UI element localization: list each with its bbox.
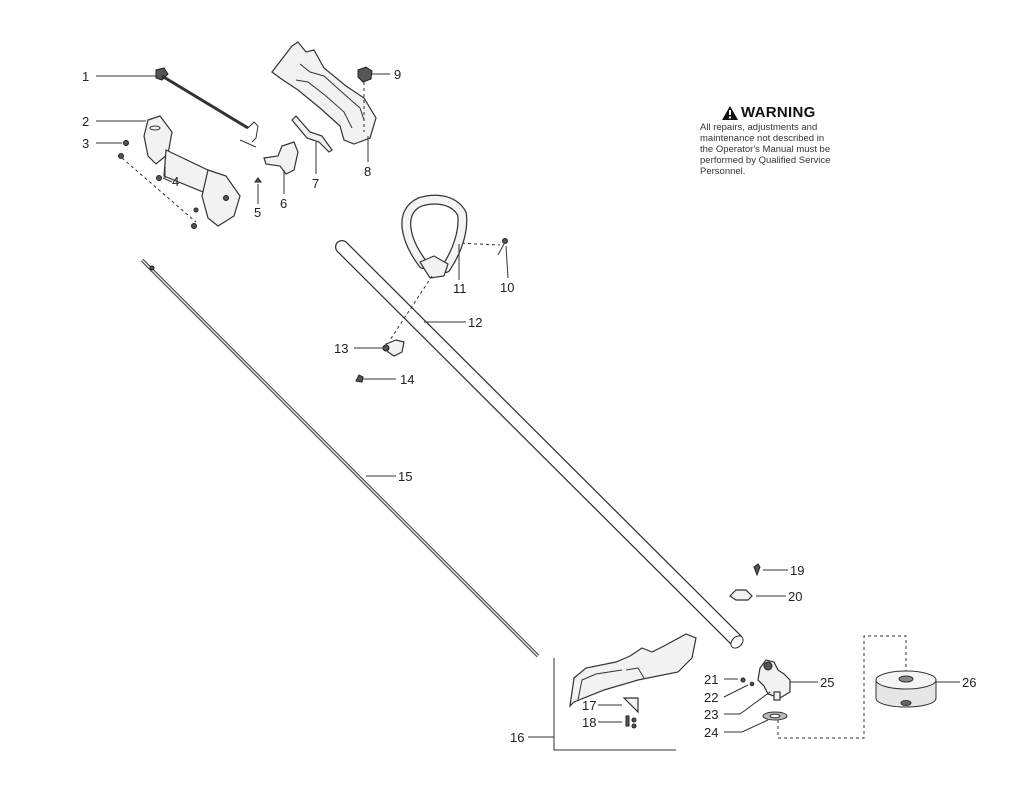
callout-20: 20 [788, 589, 802, 604]
part-21-pin[interactable] [724, 677, 746, 683]
part-26-trimmer-head[interactable] [875, 670, 960, 708]
callout-25: 25 [820, 675, 834, 690]
callout-3: 3 [82, 136, 89, 151]
callout-19: 19 [790, 563, 804, 578]
part-10-screw[interactable] [455, 238, 509, 279]
part-9-nut[interactable] [357, 66, 390, 132]
part-23-shaft-adapter[interactable] [724, 691, 771, 715]
warning-line: Personnel. [700, 166, 746, 177]
warning-line: maintenance not described in [700, 133, 825, 144]
part-15-drive-shaft[interactable] [140, 258, 540, 658]
callout-12: 12 [468, 315, 482, 330]
part-8-handle-half[interactable] [271, 41, 377, 162]
callout-9: 9 [394, 67, 401, 82]
warning-body: All repairs, adjustments and maintenance… [700, 122, 880, 177]
callout-18: 18 [582, 715, 596, 730]
callout-16: 16 [510, 730, 524, 745]
part-5-nut[interactable] [254, 177, 262, 204]
callout-8: 8 [364, 164, 371, 179]
warning-triangle-icon [722, 105, 738, 120]
part-2-handle-housing[interactable] [96, 115, 241, 227]
callout-21: 21 [704, 672, 718, 687]
callout-1: 1 [82, 69, 89, 84]
warning-line: All repairs, adjustments and [700, 122, 818, 133]
callout-26: 26 [962, 675, 976, 690]
part-12-shaft-tube[interactable] [335, 240, 745, 650]
callout-7: 7 [312, 176, 319, 191]
part-25-gearhead[interactable] [757, 659, 818, 701]
part-14-clip[interactable] [355, 374, 396, 383]
callout-23: 23 [704, 707, 718, 722]
callout-14: 14 [400, 372, 414, 387]
part-18-screws[interactable] [598, 715, 637, 729]
callout-13: 13 [334, 341, 348, 356]
warning-heading: WARNING [722, 104, 880, 121]
callout-24: 24 [704, 725, 718, 740]
part-4-screw[interactable] [156, 166, 199, 229]
warning-line: performed by Qualified Service [700, 155, 831, 166]
part-1-throttle-cable[interactable] [96, 67, 259, 148]
part-20-clamp[interactable] [729, 589, 786, 601]
callout-17: 17 [582, 698, 596, 713]
part-3-screw[interactable] [96, 140, 197, 223]
part-22-screw[interactable] [723, 681, 755, 698]
part-19-screw[interactable] [753, 563, 788, 577]
callout-4: 4 [172, 174, 179, 189]
part-17-line-cutter-blade[interactable] [598, 697, 639, 714]
part-6-trigger[interactable] [263, 141, 299, 194]
callout-6: 6 [280, 196, 287, 211]
warning-line: the Operator's Manual must be [700, 144, 831, 155]
part-7-lever[interactable] [291, 115, 333, 174]
warning-notice: WARNING All repairs, adjustments and mai… [700, 104, 880, 177]
callout-5: 5 [254, 205, 261, 220]
part-11-assist-handle[interactable] [401, 194, 468, 280]
callout-15: 15 [398, 469, 412, 484]
callout-22: 22 [704, 690, 718, 705]
callout-10: 10 [500, 280, 514, 295]
callout-11: 11 [453, 281, 467, 296]
part-13-knob[interactable] [354, 339, 405, 357]
callout-2: 2 [82, 114, 89, 129]
warning-title: WARNING [741, 104, 816, 121]
part-16-guard-assembly[interactable] [528, 633, 697, 751]
part-24-washer[interactable] [724, 635, 907, 739]
